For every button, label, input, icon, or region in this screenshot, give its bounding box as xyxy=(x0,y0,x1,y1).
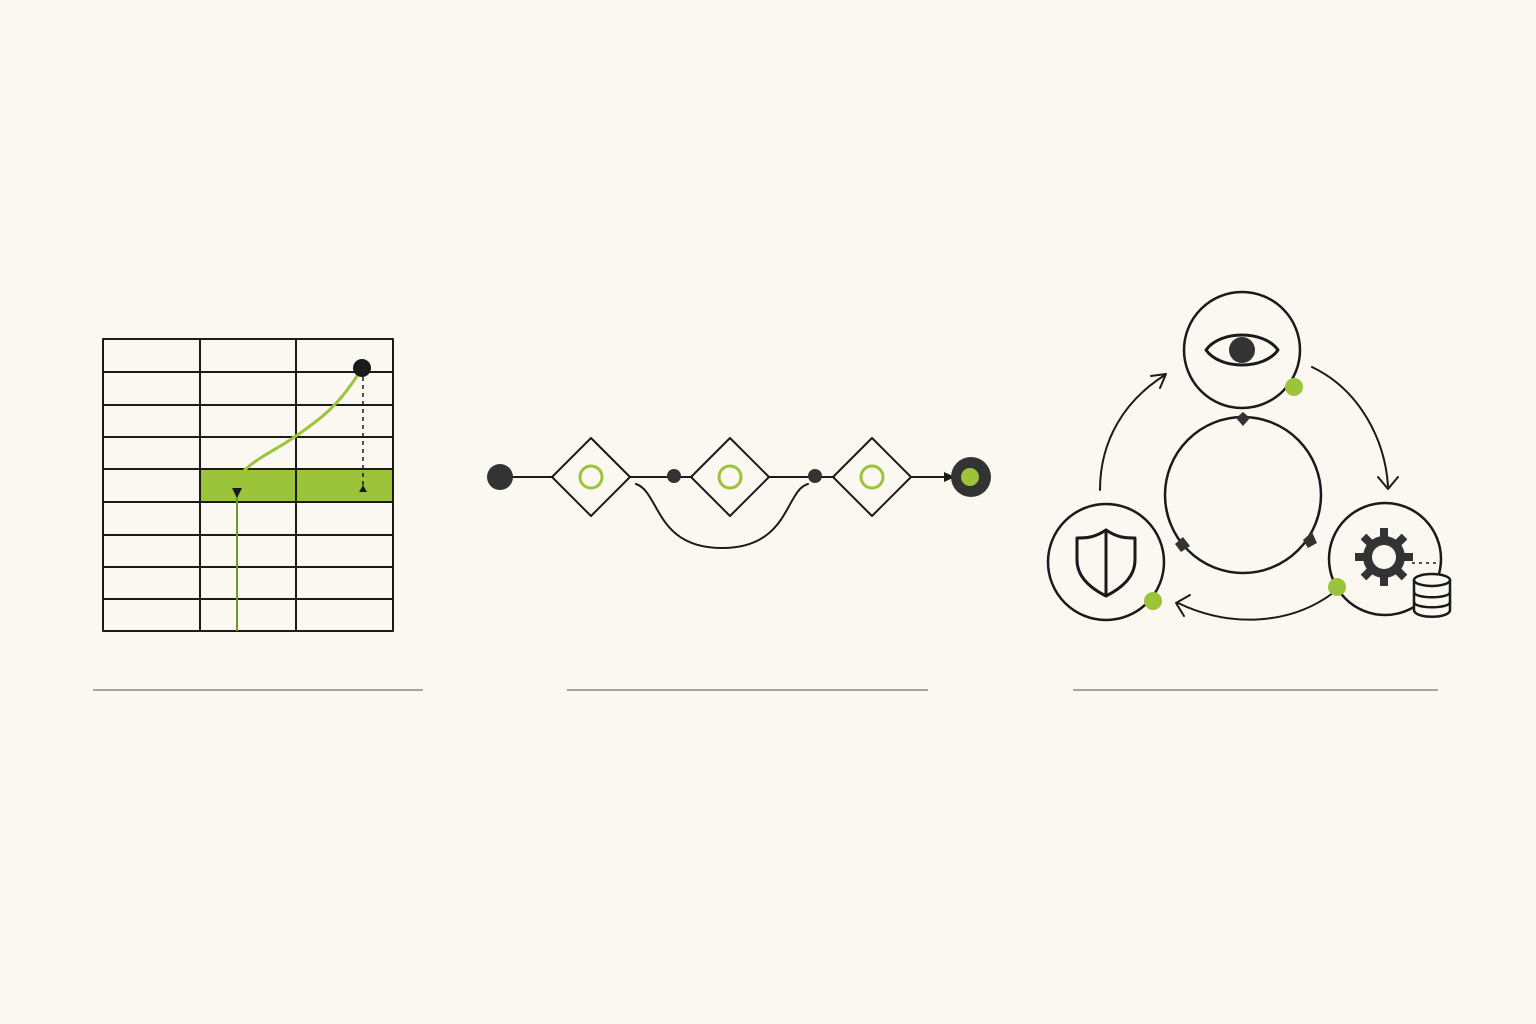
drop-arrowhead xyxy=(359,485,367,492)
start-node xyxy=(487,464,513,490)
eye-node xyxy=(1182,290,1303,410)
diamond-node-1 xyxy=(551,437,631,517)
bypass-loop xyxy=(635,483,809,549)
eye-node-port xyxy=(1285,378,1303,396)
inner-ring-marker-left xyxy=(1175,537,1190,552)
end-node-core xyxy=(961,468,979,486)
shield-node xyxy=(1046,502,1166,622)
pipeline-panel xyxy=(487,437,991,691)
inner-ring-marker-top xyxy=(1236,412,1250,426)
cycle-arrow-left xyxy=(1099,374,1166,491)
flow-arrowhead xyxy=(944,472,955,482)
gear-icon xyxy=(1355,528,1413,586)
cycle-arrow-bottom xyxy=(1177,592,1334,621)
gear-node-port xyxy=(1328,578,1346,596)
junction-dot-1 xyxy=(667,469,681,483)
database-icon xyxy=(1412,572,1452,618)
cycle-arrow-right xyxy=(1311,366,1389,487)
cycle-panel xyxy=(1046,290,1452,691)
shield-icon xyxy=(1075,528,1137,598)
diamond-node-2 xyxy=(690,437,770,517)
trend-curve xyxy=(235,366,364,494)
curve-start-marker xyxy=(232,488,242,498)
gear-database-node xyxy=(1327,501,1452,618)
eye-icon xyxy=(1204,333,1280,367)
junction-dot-2 xyxy=(808,469,822,483)
diamond-node-3 xyxy=(832,437,912,517)
shield-node-port xyxy=(1144,592,1162,610)
curve-end-dot xyxy=(353,359,371,377)
grid-panel xyxy=(93,338,423,691)
inner-ring-marker-right xyxy=(1303,532,1317,548)
table-grid xyxy=(102,338,394,632)
inner-ring xyxy=(1163,415,1323,575)
